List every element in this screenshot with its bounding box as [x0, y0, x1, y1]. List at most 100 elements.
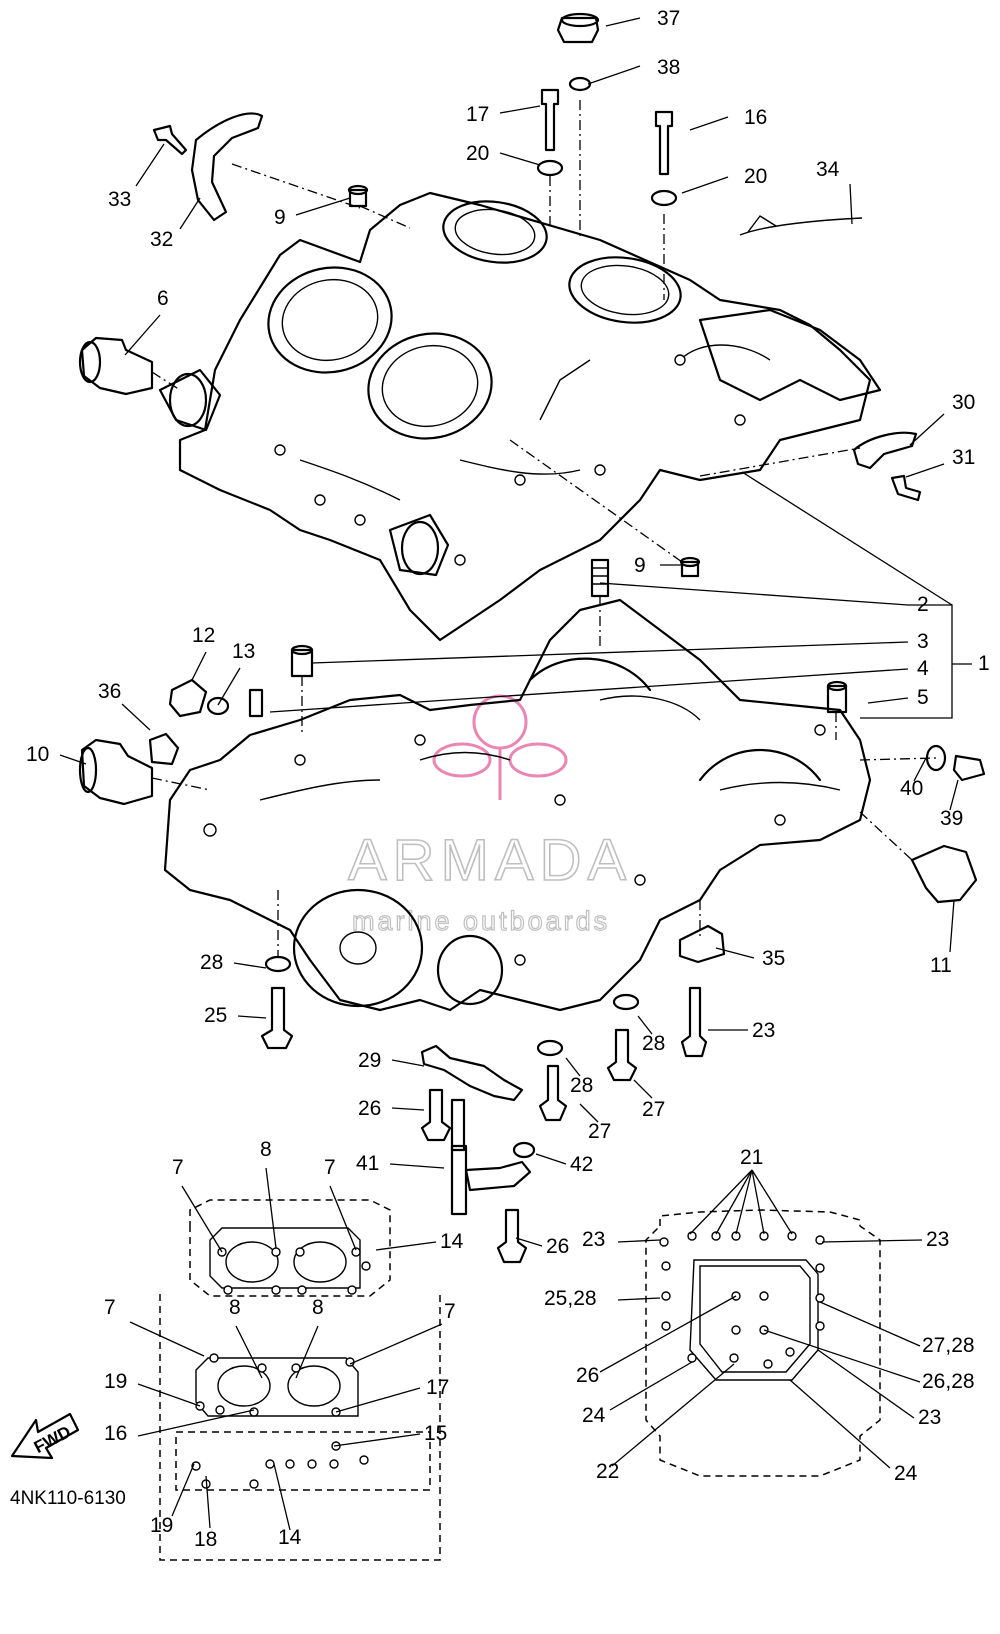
callout-c24b: 24: [894, 1462, 918, 1485]
callout-c32: 32: [150, 228, 173, 251]
leader-line-c5: [867, 697, 909, 704]
leader-line-c7a: [181, 1185, 223, 1253]
leader-line-c2: [599, 582, 909, 606]
watermark-tagline: marine outboards: [352, 906, 610, 936]
leader-line-c36: [121, 703, 151, 731]
leader-line-c10: [59, 754, 87, 765]
callout-c8c: 8: [312, 1296, 324, 1319]
callout-c2528: 25,28: [544, 1287, 597, 1310]
leader-line-c4: [269, 668, 909, 713]
callout-c2: 2: [917, 593, 929, 616]
callout-c39: 39: [940, 807, 963, 830]
leader-line-c8a: [265, 1167, 277, 1249]
watermark: ARMADA marine outboards: [347, 694, 632, 937]
callout-c26c: 26: [576, 1364, 599, 1387]
leader-line-c17b: [335, 1387, 421, 1413]
leader-line-c23c: [821, 1239, 923, 1243]
callout-c30: 30: [952, 391, 975, 414]
watermark-brand: ARMADA: [348, 828, 632, 893]
callout-c27b: 27: [588, 1120, 611, 1143]
callout-c14b: 14: [278, 1526, 302, 1549]
callout-c41: 41: [356, 1152, 379, 1175]
callout-c23c: 23: [926, 1228, 949, 1251]
leader-line-c11: [949, 899, 955, 953]
callout-c7b: 7: [324, 1156, 336, 1179]
leader-line-c9a: [295, 197, 351, 216]
leader-line-c28c: [565, 1057, 581, 1077]
callout-c3: 3: [917, 630, 929, 653]
leader-line-c30: [909, 413, 945, 446]
leader-line-c16b: [137, 1409, 255, 1437]
callout-c7d: 7: [444, 1300, 456, 1323]
leader-line-c28b: [637, 1015, 653, 1035]
leader-line-c2728: [819, 1301, 921, 1347]
axis-lines: [151, 100, 937, 958]
callout-c36: 36: [98, 680, 121, 703]
leader-line-c26b: [515, 1237, 543, 1247]
leader-line-c25: [237, 1015, 267, 1019]
leader-line-c33: [135, 143, 165, 187]
watermark-logo-leaf-left: [432, 742, 492, 778]
callout-c24a: 24: [582, 1404, 606, 1427]
lower-crankcase: [163, 598, 872, 1012]
callout-c11: 11: [930, 954, 952, 977]
callout-c19b: 19: [150, 1514, 173, 1537]
leader-line-c21-2: [735, 1169, 753, 1235]
callout-c29: 29: [358, 1049, 381, 1072]
leader-line-c40: [913, 757, 927, 782]
callout-c17b: 17: [426, 1376, 449, 1399]
leader-line-c24a: [609, 1361, 693, 1411]
leader-line-c3: [311, 641, 909, 664]
leader-line-c19a: [137, 1383, 201, 1407]
callout-c23d: 23: [918, 1406, 941, 1429]
leader-line-c18: [205, 1475, 211, 1529]
callout-c23b: 23: [582, 1228, 605, 1251]
leader-line-c39: [949, 779, 959, 811]
callout-c40: 40: [900, 777, 923, 800]
callout-c17a: 17: [466, 103, 489, 126]
bolt-pattern-right: [645, 1209, 881, 1477]
callout-c5: 5: [917, 686, 929, 709]
leader-line-c12: [191, 651, 207, 681]
callout-c16a: 16: [744, 106, 767, 129]
leader-line-c22: [611, 1363, 735, 1467]
callout-c6: 6: [157, 287, 169, 310]
forward-arrow[interactable]: FWD: [10, 1412, 80, 1460]
leader-line-c37: [605, 17, 641, 27]
leader-line-c19b: [171, 1463, 195, 1517]
callout-c26a: 26: [358, 1097, 381, 1120]
upper-crankcase: [158, 191, 882, 642]
group-bracket: [741, 471, 953, 719]
leader-line-c31: [905, 463, 945, 478]
callout-c26b: 26: [546, 1235, 569, 1258]
leader-line-c27a: [633, 1079, 653, 1099]
callout-c20a: 20: [466, 142, 489, 165]
callout-c9a: 9: [274, 206, 286, 229]
leader-line-c20a: [499, 152, 541, 166]
leader-line-c8c: [295, 1325, 319, 1379]
leader-line-c8b: [235, 1325, 263, 1379]
callout-c2728: 27,28: [922, 1334, 975, 1357]
leader-line-c7d: [349, 1323, 443, 1365]
leader-line-c6: [124, 314, 161, 356]
callout-c9b: 9: [634, 554, 646, 577]
callout-c22: 22: [596, 1460, 619, 1483]
callout-c15: 15: [424, 1422, 447, 1445]
leader-line-c7c: [129, 1321, 205, 1357]
bolt-holes-right: [659, 1231, 825, 1369]
callout-c28c: 28: [570, 1074, 593, 1097]
callout-c1: 1: [978, 652, 990, 675]
leader-line-c35: [715, 947, 755, 959]
callout-c33: 33: [108, 188, 131, 211]
leader-line-c2528: [617, 1297, 661, 1301]
callout-c2628: 26,28: [922, 1370, 975, 1393]
callout-c37: 37: [657, 7, 680, 30]
leader-line-c21-1: [715, 1169, 753, 1235]
leader-line-c29: [391, 1059, 425, 1067]
callout-c7c: 7: [104, 1296, 116, 1319]
callout-c23a: 23: [752, 1019, 775, 1042]
part-code: 4NK110-6130: [10, 1488, 126, 1509]
callout-c34: 34: [816, 158, 840, 181]
leader-line-c32: [179, 197, 201, 230]
